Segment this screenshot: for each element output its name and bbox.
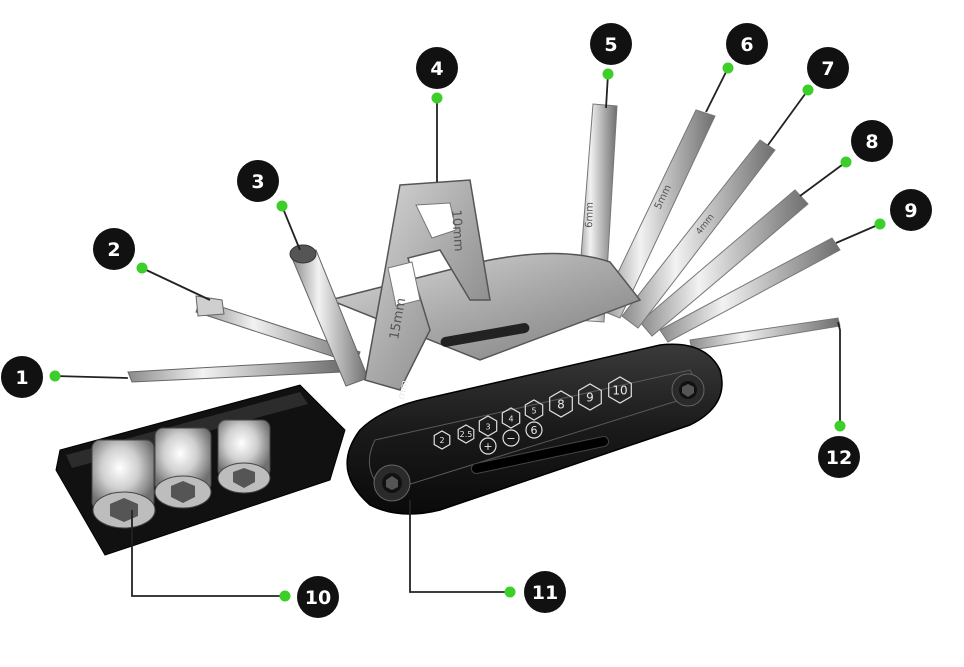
socket-medium bbox=[154, 427, 212, 509]
callout-number: 9 bbox=[904, 200, 917, 222]
callout-number: 2 bbox=[107, 239, 120, 261]
callout-badge bbox=[297, 576, 339, 618]
hex-key-8 bbox=[639, 189, 809, 337]
callout-dot bbox=[431, 92, 443, 104]
box-wrench bbox=[364, 179, 491, 391]
callout-dot bbox=[49, 370, 61, 382]
size-label: 9 bbox=[586, 391, 594, 405]
size-label: 2.5 bbox=[460, 430, 473, 439]
leader-lines bbox=[54, 67, 881, 597]
wrench-15mm-engraving: 15mm bbox=[387, 297, 409, 341]
sub-mark-label: 6 bbox=[531, 424, 538, 437]
callout-dot bbox=[834, 420, 846, 432]
hex-key-6 bbox=[599, 109, 716, 319]
hex-key-9 bbox=[659, 237, 841, 343]
callout-badge bbox=[890, 189, 932, 231]
callout-dot bbox=[136, 262, 148, 274]
size-label: 5 bbox=[531, 407, 536, 416]
callout-number: 6 bbox=[740, 34, 753, 56]
callout-9: 9 bbox=[874, 189, 932, 231]
callout-badge bbox=[1, 356, 43, 398]
callout-number: 7 bbox=[821, 58, 834, 80]
size-hex-outline bbox=[608, 376, 632, 404]
callout-1: 1 bbox=[1, 356, 61, 398]
callout-dot bbox=[802, 84, 814, 96]
size-label: 10 bbox=[612, 384, 627, 398]
callout-number: 5 bbox=[604, 34, 617, 56]
callout-number: 3 bbox=[251, 171, 264, 193]
tool-body bbox=[346, 343, 723, 515]
callout-number: 1 bbox=[15, 367, 28, 389]
callout-badge bbox=[851, 120, 893, 162]
callout-6: 6 bbox=[722, 23, 768, 74]
body-screw-right bbox=[671, 373, 705, 407]
callout-badge bbox=[726, 23, 768, 65]
callout-badge bbox=[590, 23, 632, 65]
sub-mark-outline bbox=[502, 429, 520, 447]
size-label: 3 bbox=[485, 423, 490, 432]
size-markings: 2 2.5 3 4 5 8 9 10 + − 6 bbox=[433, 376, 632, 455]
callout-10: 10 bbox=[279, 576, 339, 618]
callout-dot bbox=[602, 68, 614, 80]
callout-dot bbox=[279, 590, 291, 602]
callout-number: 4 bbox=[430, 58, 443, 80]
socket-small bbox=[217, 419, 271, 494]
phillips-screwdriver bbox=[195, 295, 361, 365]
callout-3: 3 bbox=[237, 160, 288, 212]
callout-dot bbox=[722, 62, 734, 74]
size-hex-outline bbox=[457, 424, 475, 444]
callout-badge bbox=[237, 160, 279, 202]
size-label: 8 bbox=[557, 398, 565, 412]
flat-screwdriver bbox=[127, 359, 343, 383]
callout-number: 10 bbox=[305, 587, 331, 609]
wrench-10mm-engraving: 10mm bbox=[448, 209, 466, 252]
hex-key-12 bbox=[689, 317, 841, 351]
callout-5: 5 bbox=[590, 23, 632, 80]
body-screw-left bbox=[373, 464, 411, 502]
callout-4: 4 bbox=[416, 47, 458, 104]
callout-8: 8 bbox=[840, 120, 893, 168]
callout-dot bbox=[874, 218, 886, 230]
torx-bit bbox=[289, 244, 369, 387]
callout-badge bbox=[524, 571, 566, 613]
size-label: 4 bbox=[508, 415, 513, 424]
callout-12: 12 bbox=[818, 420, 860, 478]
callout-dot bbox=[504, 586, 516, 598]
callout-badge bbox=[416, 47, 458, 89]
size-hex-outline bbox=[524, 399, 544, 421]
size-hex-outline bbox=[549, 390, 573, 418]
callout-number: 11 bbox=[532, 582, 558, 604]
back-plate bbox=[327, 252, 642, 361]
callout-2: 2 bbox=[93, 228, 148, 274]
size-label: 2 bbox=[439, 436, 444, 445]
sub-mark-outline bbox=[525, 421, 543, 439]
callout-dot bbox=[276, 200, 288, 212]
callout-badge bbox=[93, 228, 135, 270]
callout-11: 11 bbox=[504, 571, 566, 613]
sub-mark-outline bbox=[479, 437, 497, 455]
callout-number: 8 bbox=[865, 131, 878, 153]
hex-6-engraving: 6mm bbox=[584, 202, 596, 228]
side-mm-engraving: mm bbox=[396, 379, 411, 400]
callout-7: 7 bbox=[802, 47, 849, 96]
socket-large bbox=[91, 439, 156, 529]
hex-key-7 bbox=[621, 139, 776, 329]
sub-mark-label: + bbox=[483, 440, 492, 453]
callout-number: 12 bbox=[826, 447, 852, 469]
sub-mark-label: − bbox=[506, 432, 515, 445]
callout-badge bbox=[807, 47, 849, 89]
size-hex-outline bbox=[433, 430, 451, 450]
size-hex-outline bbox=[478, 415, 498, 437]
callout-dot bbox=[840, 156, 852, 168]
size-hex-outline bbox=[501, 407, 521, 429]
size-hex-outline bbox=[578, 383, 602, 411]
callout-badge bbox=[818, 436, 860, 478]
